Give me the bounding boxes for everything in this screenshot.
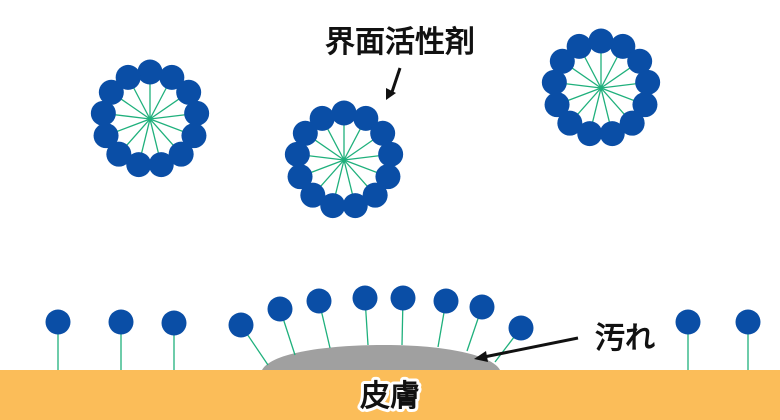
micelle-left bbox=[90, 59, 210, 178]
surfactant-head bbox=[287, 164, 313, 190]
surfactant-head bbox=[588, 28, 614, 54]
surfactant-head bbox=[159, 64, 185, 90]
micelle-center bbox=[284, 100, 404, 219]
dirt-blob bbox=[262, 345, 500, 370]
surfactant-head bbox=[353, 105, 379, 131]
surfactant-head bbox=[557, 110, 583, 136]
surfactant-head bbox=[126, 152, 152, 178]
surface-molecule-head bbox=[306, 288, 332, 314]
surfactant-head bbox=[93, 123, 119, 149]
surfactant-head bbox=[549, 48, 575, 74]
surfactant-head bbox=[106, 141, 132, 167]
surfactant-head bbox=[168, 141, 194, 167]
surfactant-head bbox=[375, 164, 401, 190]
surfactant-head bbox=[184, 100, 210, 126]
micelles bbox=[90, 28, 661, 219]
skin-layer bbox=[0, 370, 780, 420]
surfactant-label: 界面活性剤 bbox=[325, 25, 475, 60]
surface-molecule-head bbox=[675, 309, 701, 335]
surfactant-head bbox=[566, 33, 592, 59]
surfactant-head bbox=[370, 120, 396, 146]
surfactant-head bbox=[181, 123, 207, 149]
surfactant-head bbox=[331, 100, 357, 126]
surface-molecule-head bbox=[469, 294, 495, 320]
surface-molecule-head bbox=[228, 312, 254, 338]
surfactant-head bbox=[176, 79, 202, 105]
surfactant-head bbox=[148, 152, 174, 178]
surfactant-head bbox=[362, 182, 388, 208]
surfactant-head bbox=[635, 69, 661, 95]
surface-molecule-head bbox=[45, 309, 71, 335]
surfactant-head bbox=[610, 33, 636, 59]
surfactant-head bbox=[342, 193, 368, 219]
skin-label: 皮膚 bbox=[360, 379, 420, 414]
surfactant-head bbox=[577, 121, 603, 147]
surfactant-head bbox=[300, 182, 326, 208]
surfactant-head bbox=[98, 79, 124, 105]
surface-molecule-head bbox=[433, 288, 459, 314]
surfactant-head bbox=[632, 92, 658, 118]
surface-molecule-head bbox=[161, 310, 187, 336]
arrow-surfactant bbox=[386, 67, 402, 100]
surface-molecule-head bbox=[508, 315, 534, 341]
arrow-dirt bbox=[474, 336, 579, 362]
surface-molecule-head bbox=[735, 309, 761, 335]
surfactant-head bbox=[115, 64, 141, 90]
dirt-label: 汚れ bbox=[595, 321, 655, 356]
surfactant-head bbox=[90, 100, 116, 126]
surfactant-head bbox=[292, 120, 318, 146]
surface-molecule-head bbox=[108, 309, 134, 335]
surfactant-head bbox=[599, 121, 625, 147]
surfactant-head bbox=[627, 48, 653, 74]
surface-molecule-head bbox=[267, 296, 293, 322]
surfactant-head bbox=[544, 92, 570, 118]
surfactant-head bbox=[378, 141, 404, 167]
surface-molecule-head bbox=[390, 285, 416, 311]
surface-molecules bbox=[45, 285, 761, 370]
surfactant-head bbox=[541, 69, 567, 95]
surfactant-head bbox=[619, 110, 645, 136]
surfactant-head bbox=[309, 105, 335, 131]
surfactant-head bbox=[320, 193, 346, 219]
surface-molecule-head bbox=[352, 285, 378, 311]
surfactant-head bbox=[137, 59, 163, 85]
micelle-right bbox=[541, 28, 661, 147]
surfactant-head bbox=[284, 141, 310, 167]
